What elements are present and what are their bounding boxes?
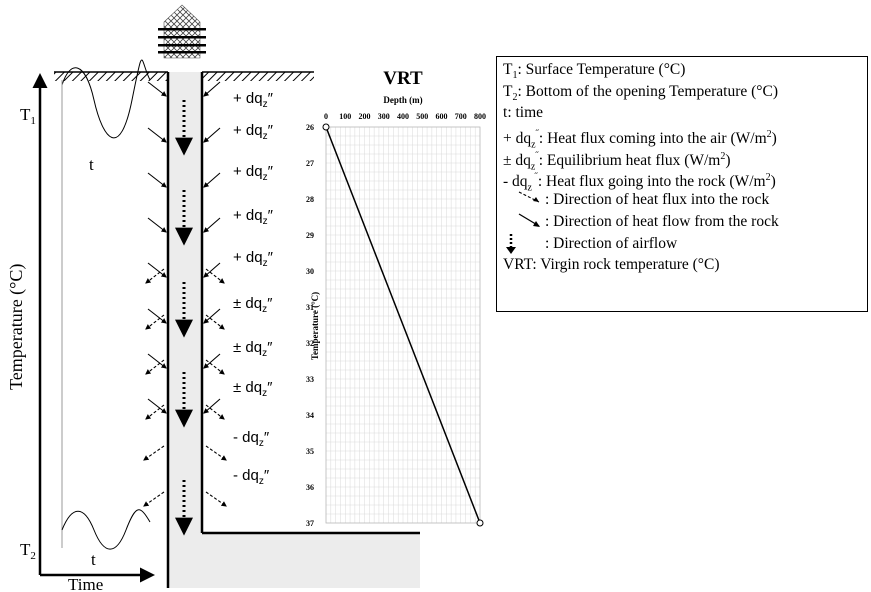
solid-arrow-icon	[503, 213, 545, 228]
heat-flux-into-rock-arrow	[143, 491, 165, 507]
flux-label: ± dqz″	[233, 339, 273, 359]
heat-flow-from-rock-arrow	[203, 217, 221, 233]
heat-flow-from-rock-arrow	[147, 308, 167, 324]
legend-row: t: time	[503, 104, 544, 122]
y-tick-label: 33	[306, 375, 314, 384]
legend-box: T1: Surface Temperature (°C)T2: Bottom o…	[496, 56, 868, 312]
bottom-temperature-wave	[61, 509, 151, 550]
heat-flux-into-rock-arrow	[145, 404, 165, 420]
legend-row: VRT: Virgin rock temperature (°C)	[503, 256, 720, 274]
x-tick-label: 0	[324, 112, 328, 121]
flux-label: - dqz″	[233, 467, 270, 487]
heat-flow-from-rock-arrow	[147, 262, 167, 278]
heat-flux-into-rock-arrow	[143, 445, 165, 461]
t-label-bottom: t	[91, 550, 96, 569]
heat-flux-into-rock-arrow	[205, 404, 225, 420]
ground-hatch-left	[54, 72, 168, 81]
heat-flow-from-rock-arrow	[203, 353, 221, 369]
y-tick-label: 32	[306, 339, 314, 348]
heat-flux-into-rock-arrow	[205, 359, 225, 375]
heat-flow-from-rock-arrow	[147, 353, 167, 369]
temperature-time-axes	[32, 73, 155, 583]
y-tick-label: 36	[306, 483, 314, 492]
legend-row: T2: Bottom of the opening Temperature (°…	[503, 82, 778, 103]
heat-flow-from-rock-arrow	[203, 308, 221, 324]
t-label-top: t	[89, 155, 94, 174]
y-tick-label: 30	[306, 267, 314, 276]
shaft-flux-labels: + dqz″ + dqz″ + dqz″ + dqz″ + dqz″ ± dqz″ ± dq…	[233, 90, 274, 487]
y-tick-label: 27	[306, 159, 314, 168]
flux-label: ± dqz″	[233, 379, 273, 399]
heat-flux-into-rock-arrow	[145, 268, 165, 284]
legend-row: : Direction of heat flux into the rock	[503, 189, 867, 211]
heat-flux-into-rock-arrow	[205, 491, 227, 507]
heat-flow-from-rock-arrow	[147, 172, 167, 188]
plot-frame	[325, 126, 481, 524]
heat-flow-from-rock-arrow	[147, 81, 167, 97]
vrt-chart: 0 100 200 300 400 500 600 700 800 26 27 28 29 30 31 32 3…	[306, 112, 486, 528]
flux-label: + dqz″	[233, 207, 274, 227]
shaft-headframe	[158, 4, 206, 59]
y-tick-label: 28	[306, 195, 314, 204]
heat-flow-from-rock-arrow	[203, 172, 221, 188]
x-tick-label: 300	[378, 112, 390, 121]
y-tick-label: 26	[306, 123, 314, 132]
chart-xlabel: Depth (m)	[383, 95, 422, 105]
ground-hatch-right	[202, 72, 314, 81]
flux-label: + dqz″	[233, 122, 274, 142]
legend-row: - dqz ˝: Heat flux going into the rock (…	[503, 172, 776, 194]
vrt-data-point	[476, 519, 484, 527]
y-tick-label: 35	[306, 447, 314, 456]
flux-label: - dqz″	[233, 429, 270, 449]
legend-row: T1: Surface Temperature (°C)	[503, 61, 686, 82]
x-tick-label: 100	[339, 112, 351, 121]
time-axis-label: Time	[68, 575, 103, 592]
x-tick-label: 800	[474, 112, 486, 121]
chart-title: VRT	[383, 68, 423, 89]
t2-label: T2	[20, 540, 36, 562]
surface-temperature-wave	[61, 59, 151, 139]
y-tick-label: 31	[306, 303, 314, 312]
y-tick-label: 34	[306, 411, 314, 420]
heat-flow-from-rock-arrow	[203, 81, 221, 97]
heat-flow-from-rock-arrow	[147, 217, 167, 233]
heat-flux-into-rock-arrow	[205, 314, 225, 330]
drift-interior	[202, 533, 420, 588]
heat-flow-from-rock-arrow	[147, 398, 167, 414]
t1-label: T1	[20, 105, 36, 127]
dashed-arrow-icon	[503, 191, 545, 206]
flux-label: ± dqz″	[233, 295, 273, 315]
heat-flux-into-rock-arrow	[145, 314, 165, 330]
flux-label: + dqz″	[233, 90, 274, 110]
vrt-series-line	[325, 126, 481, 524]
y-tick-label: 29	[306, 231, 314, 240]
legend-row: : Direction of heat flow from the rock	[503, 211, 867, 233]
x-tick-label: 500	[416, 112, 428, 121]
legend-row: : Direction of airflow	[503, 233, 867, 255]
flux-label: + dqz″	[233, 163, 274, 183]
airflow-arrow-icon	[503, 233, 545, 254]
x-tick-label: 700	[455, 112, 467, 121]
heat-flux-into-rock-arrow	[205, 268, 225, 284]
x-tick-label: 200	[359, 112, 371, 121]
chart-ylabel: Temperature (°C)	[310, 292, 320, 360]
vrt-data-point	[322, 123, 330, 131]
legend-row: ± dqz˝: Equilibrium heat flux (W/m2)	[503, 150, 731, 172]
shaft-arrows	[143, 81, 227, 536]
x-tick-label: 400	[397, 112, 409, 121]
heat-flow-from-rock-arrow	[147, 127, 167, 143]
heat-flow-from-rock-arrow	[203, 398, 221, 414]
legend-row: + dqz˝: Heat flux coming into the air (W…	[503, 129, 777, 151]
heat-flux-into-rock-arrow	[205, 445, 227, 461]
heat-flow-from-rock-arrow	[203, 127, 221, 143]
x-tick-label: 600	[436, 112, 448, 121]
temperature-axis-label: Temperature (°C)	[6, 264, 27, 390]
flux-label: + dqz″	[233, 249, 274, 269]
heat-flow-from-rock-arrow	[203, 262, 221, 278]
heat-flux-into-rock-arrow	[145, 359, 165, 375]
y-tick-label: 37	[306, 519, 314, 528]
